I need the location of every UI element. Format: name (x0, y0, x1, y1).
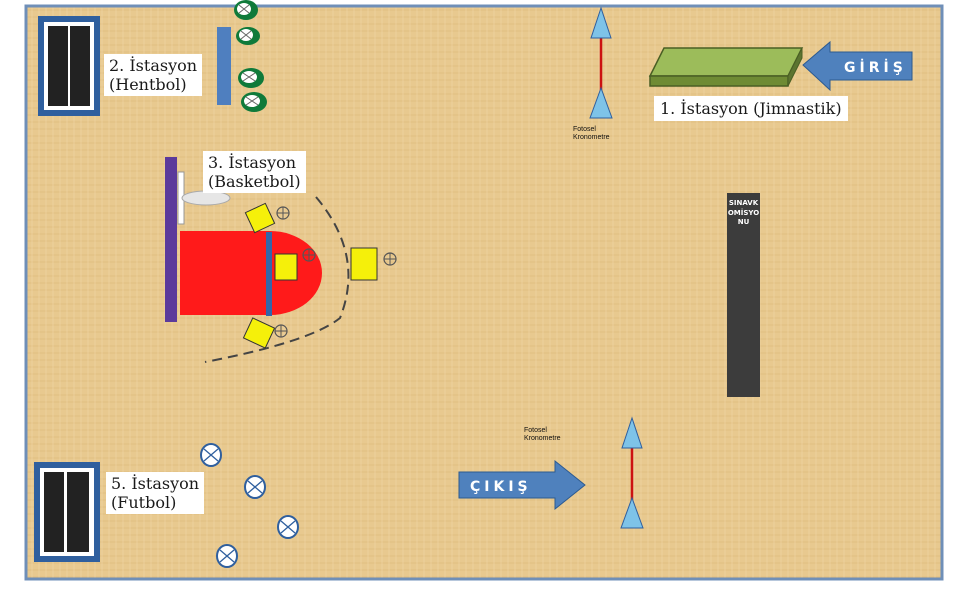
station-1-label: 1. İstasyon (Jimnastik) (654, 96, 848, 121)
station-5-label: 5. İstasyon (Futbol) (106, 472, 205, 514)
station-1-title: 1. İstasyon (Jimnastik) (660, 99, 842, 118)
ball-icon (277, 515, 299, 539)
top-timer-line1: Fotosel (573, 126, 596, 133)
gymnastics-mat (648, 47, 804, 87)
three-point-line (204, 196, 350, 363)
cone-icon (589, 86, 613, 119)
station-3-label: 3. İstasyon (Basketbol) (203, 151, 306, 193)
exam-committee-box: SINAVKOMİSYONU (727, 193, 760, 397)
ball-icon (200, 443, 222, 467)
top-timer-label: Fotosel Kronometre (573, 126, 610, 142)
station-2-title: 2. İstasyon (109, 56, 198, 75)
cone-icon (242, 317, 276, 349)
ball-icon (302, 248, 316, 262)
bottom-timer-label: Fotosel Kronometre (524, 427, 561, 443)
bottom-timer-line1: Fotosel (524, 427, 547, 434)
arrow-icon (458, 459, 586, 511)
cone-icon (590, 6, 612, 39)
entry-arrow-label: GİRİŞ (844, 59, 907, 76)
cone-icon (274, 253, 298, 281)
ball-icon (238, 68, 264, 88)
goal-icon (38, 16, 100, 116)
ball-icon (276, 206, 290, 220)
backboard (165, 157, 177, 322)
paint-area (180, 231, 322, 315)
hoop-icon (181, 190, 231, 206)
ball-icon (244, 475, 266, 499)
exit-arrow-label: ÇIKIŞ (470, 479, 532, 495)
bottom-timer-line2: Kronometre (524, 435, 561, 442)
ball-icon (234, 0, 258, 20)
station-5-sport: (Futbol) (111, 493, 177, 512)
ball-icon (236, 27, 260, 45)
goal-icon (34, 462, 100, 562)
cone-icon (621, 416, 643, 449)
free-throw-line (266, 232, 272, 316)
arrow-icon (802, 40, 913, 92)
station-3-sport: (Basketbol) (208, 172, 301, 191)
cone-icon (244, 202, 276, 234)
cone-icon (350, 247, 378, 281)
ball-icon (241, 92, 267, 112)
station-2-sport: (Hentbol) (109, 75, 187, 94)
station-3-title: 3. İstasyon (208, 153, 297, 172)
handball-bar (217, 27, 231, 105)
exam-committee-label: SINAVKOMİSYONU (727, 199, 760, 227)
top-timer-line2: Kronometre (573, 134, 610, 141)
ball-icon (274, 324, 288, 338)
station-5-title: 5. İstasyon (111, 474, 200, 493)
station-2-label: 2. İstasyon (Hentbol) (104, 54, 203, 96)
cone-icon (620, 496, 644, 529)
ball-icon (383, 252, 397, 266)
ball-icon (216, 544, 238, 568)
